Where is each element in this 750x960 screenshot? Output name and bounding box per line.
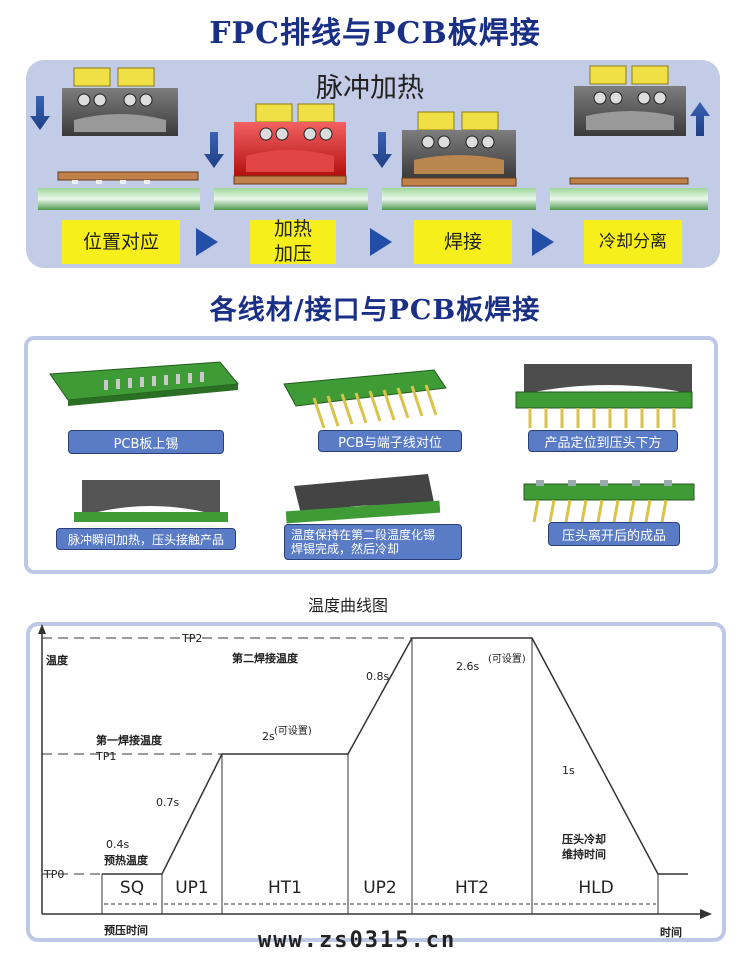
step-caption: PCB板上锡 bbox=[68, 430, 224, 454]
stage1-board bbox=[38, 171, 200, 210]
ht2-duration: 2.6s bbox=[456, 660, 480, 673]
stage2-press-head bbox=[234, 103, 346, 176]
phase-label: SQ bbox=[119, 878, 145, 898]
section2-title: 各线材/接口与PCB板焊接 bbox=[209, 295, 541, 326]
stage-label-heat-press: 加热 加压 bbox=[250, 218, 336, 265]
ht1-duration: 2s bbox=[262, 730, 275, 743]
up1-duration: 0.7s bbox=[156, 796, 180, 809]
pulse-illustrations bbox=[30, 65, 710, 210]
pulse-heading: 脉冲加热 bbox=[316, 73, 424, 104]
footer-url: www.zs0315.cn bbox=[258, 928, 457, 953]
hld-desc: 压头冷却 维持时间 bbox=[562, 833, 606, 861]
x-axis-arrow-icon bbox=[700, 909, 712, 919]
up2-duration: 0.8s bbox=[366, 670, 390, 683]
tp0-label: TP0 bbox=[44, 868, 65, 881]
step2-wires-image bbox=[283, 369, 447, 429]
curve-title: 温度曲线图 bbox=[308, 596, 389, 615]
right-arrow-icon bbox=[196, 228, 218, 256]
down-arrow-icon bbox=[30, 96, 50, 130]
step6-finished-image bbox=[523, 480, 695, 523]
steps-panel bbox=[24, 336, 718, 574]
stage4-press-head bbox=[574, 65, 686, 136]
temperature-profile-line bbox=[102, 637, 688, 875]
phase-label: HT1 bbox=[268, 878, 302, 898]
stage-label-cool-separate: 冷却分离 bbox=[584, 220, 682, 264]
step-caption: PCB与端子线对位 bbox=[318, 430, 462, 452]
phase-label: HLD bbox=[578, 878, 614, 898]
page-title: FPC排线与PCB板焊接 bbox=[209, 16, 541, 51]
step-illustrations bbox=[49, 361, 695, 524]
down-arrow-icon bbox=[204, 132, 224, 168]
tp1-desc: 第一焊接温度 bbox=[96, 734, 162, 747]
stage2-board bbox=[214, 175, 368, 210]
step4-pressing-image bbox=[74, 480, 228, 522]
stage-label-align: 位置对应 bbox=[62, 220, 180, 264]
stage4-board bbox=[550, 177, 708, 210]
ht2-note: (可设置) bbox=[488, 654, 526, 665]
up-arrow-icon bbox=[690, 102, 710, 136]
y-axis-label: 温度 bbox=[46, 654, 68, 667]
phase-label: HT2 bbox=[455, 878, 489, 898]
tp2-desc: 第二焊接温度 bbox=[232, 652, 298, 665]
ht1-note: (可设置) bbox=[274, 726, 312, 737]
step-caption: 温度保持在第二段温度化锡 焊锡完成，然后冷却 bbox=[284, 524, 462, 560]
tp2-label: TP2 bbox=[182, 632, 203, 645]
tp1-label: TP1 bbox=[96, 750, 117, 763]
stage-label-solder: 焊接 bbox=[414, 220, 512, 264]
y-axis-arrow-icon bbox=[38, 624, 46, 634]
step-caption: 压头离开后的成品 bbox=[548, 522, 680, 546]
stage3-press-head bbox=[402, 111, 516, 178]
sq-duration: 0.4s bbox=[106, 838, 130, 851]
step5-hold-image bbox=[285, 474, 441, 524]
phase-label: UP2 bbox=[363, 878, 397, 898]
stage1-press-head bbox=[62, 67, 178, 136]
hld-duration: 1s bbox=[562, 764, 575, 777]
step3-head-image bbox=[515, 364, 693, 428]
step1-pcb-image bbox=[49, 361, 239, 406]
phase-label: UP1 bbox=[175, 878, 209, 898]
stage-label-heat-press-text: 加热 加压 bbox=[273, 218, 312, 265]
temperature-curve-chart bbox=[38, 624, 712, 919]
step-caption: 脉冲瞬间加热，压头接触产品 bbox=[56, 528, 236, 550]
right-arrow-icon bbox=[532, 228, 554, 256]
tp0-desc: 预热温度 bbox=[104, 854, 148, 867]
stage3-board bbox=[382, 177, 536, 210]
x-axis-label: 时间 bbox=[660, 926, 682, 939]
step-caption: 产品定位到压头下方 bbox=[528, 430, 678, 452]
curve-panel bbox=[26, 622, 726, 942]
down-arrow-icon bbox=[372, 132, 392, 168]
right-arrow-icon bbox=[370, 228, 392, 256]
x-start-label: 预压时间 bbox=[104, 924, 148, 937]
